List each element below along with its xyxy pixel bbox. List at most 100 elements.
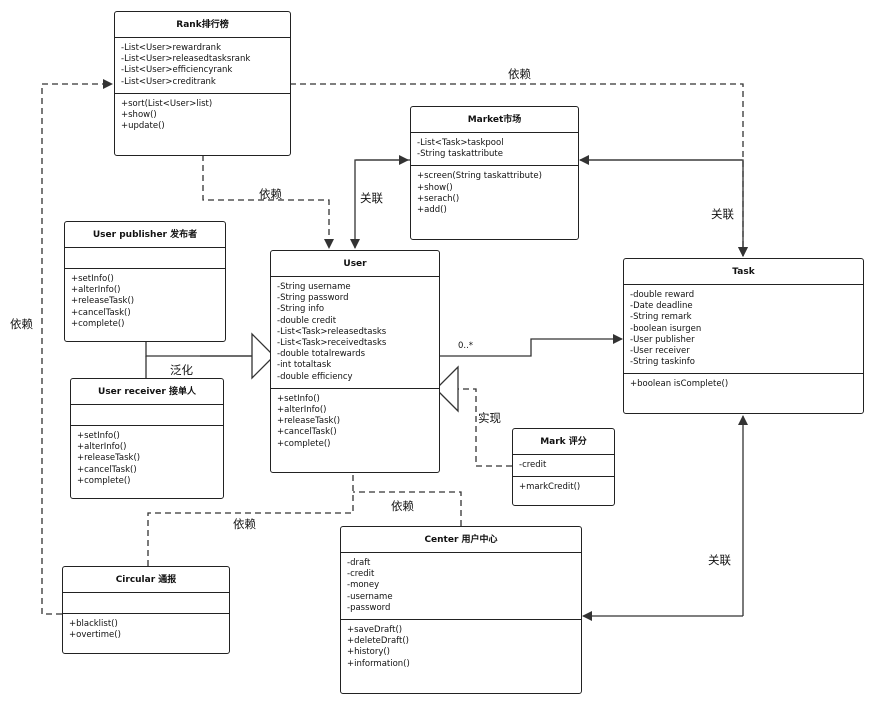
class-methods: +boolean isComplete() — [624, 373, 863, 395]
class-methods: +sort(List<User>list)+show()+update() — [115, 92, 290, 138]
class-mark[interactable]: Mark 评分 -credit +markCredit() — [512, 428, 615, 506]
class-method: +update() — [121, 121, 165, 132]
class-method: +saveDraft() — [347, 625, 403, 636]
class-methods: +setInfo()+alterInfo()+releaseTask()+can… — [65, 268, 225, 335]
class-method: +overtime() — [69, 630, 121, 641]
class-methods: +blacklist()+overtime() — [63, 613, 229, 646]
class-method: +cancelTask() — [77, 464, 137, 475]
class-attribute: -boolean isurgen — [630, 323, 702, 334]
class-title: Task — [624, 259, 863, 285]
class-method: +releaseTask() — [277, 416, 341, 427]
class-market[interactable]: Market市场 -List<Task>taskpool-String task… — [410, 106, 579, 240]
class-attributes: -credit — [513, 455, 614, 476]
class-method: +sort(List<User>list) — [121, 98, 213, 109]
class-title: User receiver 接单人 — [71, 379, 223, 405]
realization-triangle — [435, 365, 459, 413]
class-attribute: -password — [347, 602, 391, 613]
class-title: Circular 通报 — [63, 567, 229, 593]
class-method: +cancelTask() — [71, 307, 131, 318]
class-method: +complete() — [71, 318, 125, 329]
class-attribute: -String info — [277, 304, 325, 315]
generalization-triangle — [251, 332, 275, 380]
label-market-user: 关联 — [360, 191, 383, 205]
class-method: +complete() — [277, 438, 331, 449]
class-methods: +screen(String taskattribute)+show()+ser… — [411, 165, 578, 221]
class-attribute: -int totaltask — [277, 360, 332, 371]
label-center-user: 依赖 — [391, 499, 414, 513]
class-method: +add() — [417, 205, 447, 216]
class-center[interactable]: Center 用户中心 -draft-credit-money-username… — [340, 526, 582, 694]
class-attribute: -double efficiency — [277, 371, 353, 382]
class-method: +releaseTask() — [71, 296, 135, 307]
class-user[interactable]: User -String username-String password-St… — [270, 250, 440, 473]
class-attribute: -String remark — [630, 312, 692, 323]
class-methods: +markCredit() — [513, 476, 614, 498]
class-attribute: -List<Task>receivedtasks — [277, 338, 387, 349]
class-methods: +setInfo()+alterInfo()+releaseTask()+can… — [271, 387, 439, 455]
label-circular-user: 依赖 — [233, 517, 256, 531]
class-method: +alterInfo() — [277, 405, 327, 416]
class-method: +history() — [347, 647, 390, 658]
edge-rank-user — [202, 155, 334, 249]
class-method: +show() — [417, 182, 453, 193]
label-rank-task: 依赖 — [508, 67, 531, 81]
class-attribute: -User receiver — [630, 346, 690, 357]
label-multiplicity: 0..* — [458, 341, 474, 351]
class-attribute: -List<Task>taskpool — [417, 138, 504, 148]
class-title: Center 用户中心 — [341, 527, 581, 553]
class-method: +alterInfo() — [71, 285, 121, 296]
edge-center-user — [353, 491, 462, 526]
edge-publisher-user — [145, 342, 252, 357]
class-method: +show() — [121, 110, 157, 121]
class-attributes: -List<Task>taskpool-String taskattribute — [411, 133, 578, 165]
class-attribute: -String taskinfo — [630, 357, 695, 368]
class-method: +setInfo() — [71, 274, 114, 284]
label-center-task: 关联 — [708, 553, 731, 567]
class-attribute: -credit — [519, 460, 547, 470]
label-rank-user: 依赖 — [259, 187, 282, 201]
class-methods: +setInfo()+alterInfo()+releaseTask()+can… — [71, 425, 223, 492]
label-realization: 实现 — [478, 411, 501, 425]
class-method: +markCredit() — [519, 482, 581, 493]
class-attribute: -money — [347, 580, 380, 591]
class-attribute: -List<User>rewardrank — [121, 43, 221, 53]
edge-circular-rank — [41, 79, 113, 615]
label-generalization: 泛化 — [170, 363, 193, 377]
edge-user-task — [440, 334, 623, 357]
class-attribute: -List<User>releasedtasksrank — [121, 54, 251, 65]
class-attribute: -double reward — [630, 290, 695, 300]
class-attributes — [65, 248, 225, 268]
class-method: +serach() — [417, 193, 460, 204]
class-attribute: -String taskattribute — [417, 149, 503, 160]
class-attribute: -String password — [277, 293, 349, 304]
class-method: +blacklist() — [69, 619, 118, 629]
class-attributes: -double reward-Date deadline-String rema… — [624, 285, 863, 373]
edge-rank-task — [290, 83, 748, 257]
class-title: Market市场 — [411, 107, 578, 133]
class-circular[interactable]: Circular 通报 +blacklist()+overtime() — [62, 566, 230, 654]
class-task[interactable]: Task -double reward-Date deadline-String… — [623, 258, 864, 414]
class-rank[interactable]: Rank排行榜 -List<User>rewardrank-List<User>… — [114, 11, 291, 156]
edge-mark-user — [458, 388, 512, 467]
class-attribute: -Date deadline — [630, 301, 693, 312]
class-method: +information() — [347, 658, 410, 669]
class-attribute: -credit — [347, 569, 375, 580]
class-title: Rank排行榜 — [115, 12, 290, 38]
class-attribute: -List<Task>releasedtasks — [277, 326, 387, 337]
class-method: +setInfo() — [277, 393, 320, 404]
class-method: +deleteDraft() — [347, 636, 409, 647]
class-method: +alterInfo() — [77, 442, 127, 453]
class-user-receiver[interactable]: User receiver 接单人 +setInfo()+alterInfo()… — [70, 378, 224, 499]
label-market-task: 关联 — [711, 207, 734, 221]
class-attribute: -username — [347, 591, 393, 602]
class-method: +cancelTask() — [277, 427, 337, 438]
class-attributes: -draft-credit-money-username-password — [341, 553, 581, 619]
class-attribute: -draft — [347, 558, 371, 568]
class-attribute: -double credit — [277, 315, 337, 326]
class-methods: +saveDraft()+deleteDraft()+history()+inf… — [341, 619, 581, 675]
class-attribute: -User publisher — [630, 334, 695, 345]
class-user-publisher[interactable]: User publisher 发布者 +setInfo()+alterInfo(… — [64, 221, 226, 342]
class-title: User — [271, 251, 439, 277]
class-method: +setInfo() — [77, 431, 120, 441]
